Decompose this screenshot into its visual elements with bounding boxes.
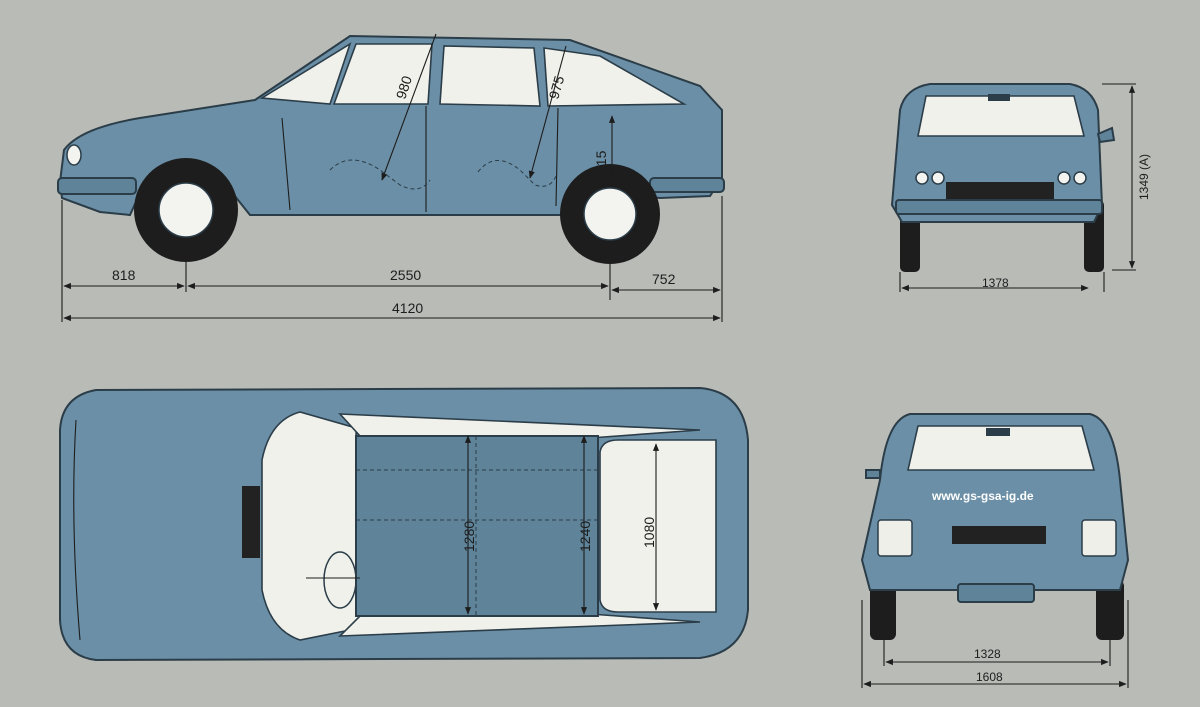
luggage-width-label: 1080 bbox=[641, 517, 657, 548]
watermark-text: www.gs-gsa-ig.de bbox=[931, 489, 1034, 503]
overall-length-label: 4120 bbox=[392, 300, 423, 316]
rear-overhang-label: 752 bbox=[652, 271, 676, 287]
front-interior-width-label: 1280 bbox=[461, 521, 477, 552]
wheelbase-label: 2550 bbox=[390, 267, 421, 283]
top-view: 1280 1240 1080 bbox=[59, 386, 749, 662]
front-overhang-label: 818 bbox=[112, 267, 136, 283]
rear-interior-width-label: 1240 bbox=[577, 521, 593, 552]
rear-view: www.gs-gsa-ig.de 1328 1608 bbox=[860, 413, 1130, 688]
rear-headroom-label: 975 bbox=[546, 74, 568, 101]
rear-track-label: 1328 bbox=[974, 647, 1001, 661]
seat-height-label: 515 bbox=[593, 150, 609, 174]
front-headroom-label: 980 bbox=[393, 74, 416, 101]
overall-width-label: 1608 bbox=[976, 670, 1003, 684]
side-view: 980 975 515 818 2550 752 4120 bbox=[57, 33, 725, 322]
height-label: 1349 (A) bbox=[1137, 154, 1151, 200]
front-track-label: 1378 bbox=[982, 276, 1009, 290]
front-view: 1378 1349 (A) bbox=[890, 83, 1151, 292]
